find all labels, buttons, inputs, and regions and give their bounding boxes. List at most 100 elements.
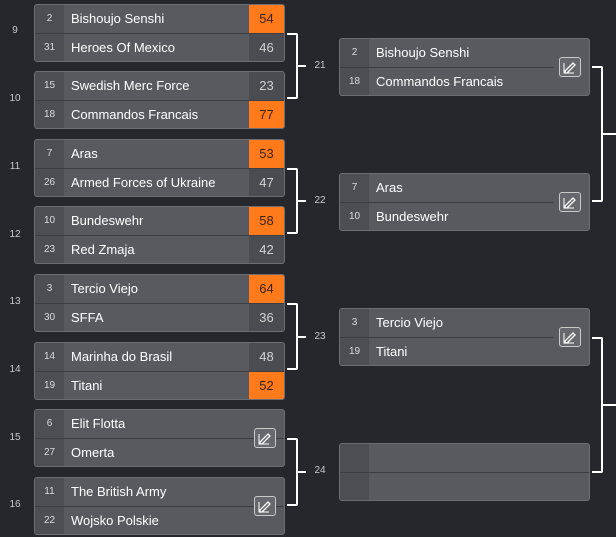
team-seed: 3 bbox=[35, 275, 64, 303]
team-name: Bishoujo Senshi bbox=[376, 45, 470, 60]
match-number: 9 bbox=[12, 25, 18, 36]
team-name: Tercio Viejo bbox=[376, 315, 443, 330]
team-row[interactable]: 26 Armed Forces of Ukraine 47 bbox=[35, 169, 284, 196]
row-divider bbox=[35, 506, 284, 507]
team-seed: 10 bbox=[340, 203, 369, 230]
team-score: 53 bbox=[249, 140, 284, 168]
team-score: 58 bbox=[249, 207, 284, 235]
team-name: Commandos Francais bbox=[71, 107, 199, 122]
row-divider bbox=[340, 67, 553, 68]
row-divider bbox=[35, 303, 284, 304]
team-name: SFFA bbox=[71, 310, 104, 325]
edit-pencil-icon[interactable] bbox=[559, 192, 581, 212]
match-number: 14 bbox=[9, 364, 21, 375]
row-divider bbox=[340, 202, 553, 203]
team-seed: 7 bbox=[35, 140, 64, 168]
team-row[interactable]: 18 Commandos Francais bbox=[340, 68, 589, 95]
team-row[interactable] bbox=[340, 473, 589, 500]
bracket-connector bbox=[592, 337, 603, 473]
team-seed: 31 bbox=[35, 34, 64, 61]
match-number: 24 bbox=[314, 465, 326, 476]
team-seed: 3 bbox=[340, 309, 369, 337]
team-seed: 27 bbox=[35, 439, 64, 466]
team-row[interactable] bbox=[340, 444, 589, 472]
bracket-connector-stub bbox=[298, 65, 306, 67]
team-seed: 15 bbox=[35, 72, 64, 100]
team-seed: 18 bbox=[340, 68, 369, 95]
team-name: Swedish Merc Force bbox=[71, 78, 190, 93]
team-name: Titani bbox=[71, 378, 103, 393]
team-score: 47 bbox=[249, 169, 284, 196]
edit-pencil-icon[interactable] bbox=[254, 428, 276, 448]
bracket-connector bbox=[287, 303, 298, 370]
team-name: Bundeswehr bbox=[376, 209, 449, 224]
team-seed: 6 bbox=[35, 410, 64, 438]
team-seed bbox=[340, 444, 369, 472]
team-score: 77 bbox=[249, 101, 284, 128]
row-divider bbox=[35, 438, 284, 439]
team-seed bbox=[340, 473, 369, 500]
bracket-connector bbox=[287, 33, 298, 99]
edit-pencil-icon[interactable] bbox=[559, 327, 581, 347]
edit-pencil-icon[interactable] bbox=[254, 496, 276, 516]
team-name: Commandos Francais bbox=[376, 74, 504, 89]
bracket-connector-stub bbox=[298, 336, 306, 338]
team-name: Omerta bbox=[71, 445, 115, 460]
match-card[interactable] bbox=[339, 443, 590, 501]
bracket-connector-stub bbox=[298, 200, 306, 202]
team-name: Armed Forces of Ukraine bbox=[71, 175, 216, 190]
row-divider bbox=[35, 33, 284, 34]
row-divider bbox=[340, 337, 553, 338]
team-seed: 2 bbox=[35, 5, 64, 33]
edit-pencil-icon[interactable] bbox=[559, 57, 581, 77]
team-seed: 19 bbox=[35, 372, 64, 399]
team-seed: 19 bbox=[340, 338, 369, 365]
team-score: 54 bbox=[249, 5, 284, 33]
team-name: Wojsko Polskie bbox=[71, 513, 159, 528]
team-name: Red Zmaja bbox=[71, 242, 135, 257]
team-row[interactable]: 10 Bundeswehr bbox=[340, 203, 589, 230]
row-divider bbox=[340, 472, 589, 473]
team-seed: 26 bbox=[35, 169, 64, 196]
row-divider bbox=[35, 235, 284, 236]
team-seed: 23 bbox=[35, 236, 64, 263]
match-number: 11 bbox=[9, 161, 21, 172]
team-row[interactable]: 27 Omerta bbox=[35, 439, 284, 466]
team-row[interactable]: 3 Tercio Viejo bbox=[340, 309, 589, 337]
bracket-connector-stub bbox=[603, 404, 616, 406]
row-divider bbox=[35, 168, 284, 169]
match-card[interactable]: 6 Elit Flotta 27 Omerta bbox=[34, 409, 285, 467]
team-row[interactable]: 6 Elit Flotta bbox=[35, 410, 284, 438]
team-name: Elit Flotta bbox=[71, 416, 126, 431]
team-name: Aras bbox=[376, 180, 403, 195]
team-seed: 14 bbox=[35, 343, 64, 371]
team-score: 36 bbox=[249, 304, 284, 331]
team-name: Bundeswehr bbox=[71, 213, 144, 228]
